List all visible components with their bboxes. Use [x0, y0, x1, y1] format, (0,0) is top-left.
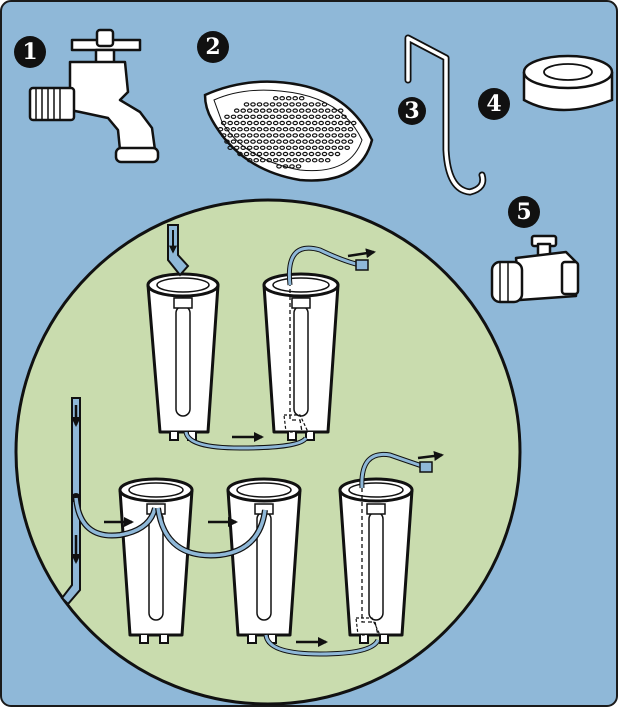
item-1-number: 1	[22, 39, 37, 65]
barrel	[262, 272, 340, 441]
barrel	[338, 477, 414, 644]
barrel	[118, 477, 194, 644]
item-5-badge: 5	[508, 196, 540, 228]
item-4-number: 4	[486, 91, 501, 117]
mesh-screen-icon	[203, 80, 374, 182]
barrel	[146, 272, 220, 441]
teflon-tape-icon	[522, 54, 614, 112]
item-3-badge: 3	[398, 97, 426, 125]
item-5-number: 5	[516, 199, 531, 225]
item-4-badge: 4	[478, 88, 510, 120]
s-hook-icon	[404, 34, 487, 196]
bottom-three-barrel-setup	[60, 397, 444, 657]
item-3-number: 3	[404, 98, 419, 124]
ball-valve-icon	[490, 234, 580, 304]
item-1-badge: 1	[14, 36, 46, 68]
item-2-number: 2	[205, 34, 220, 60]
item-2-badge: 2	[197, 31, 229, 63]
faucet-spigot-icon	[28, 28, 160, 164]
top-two-barrel-setup	[146, 224, 376, 451]
barrel	[226, 477, 302, 644]
